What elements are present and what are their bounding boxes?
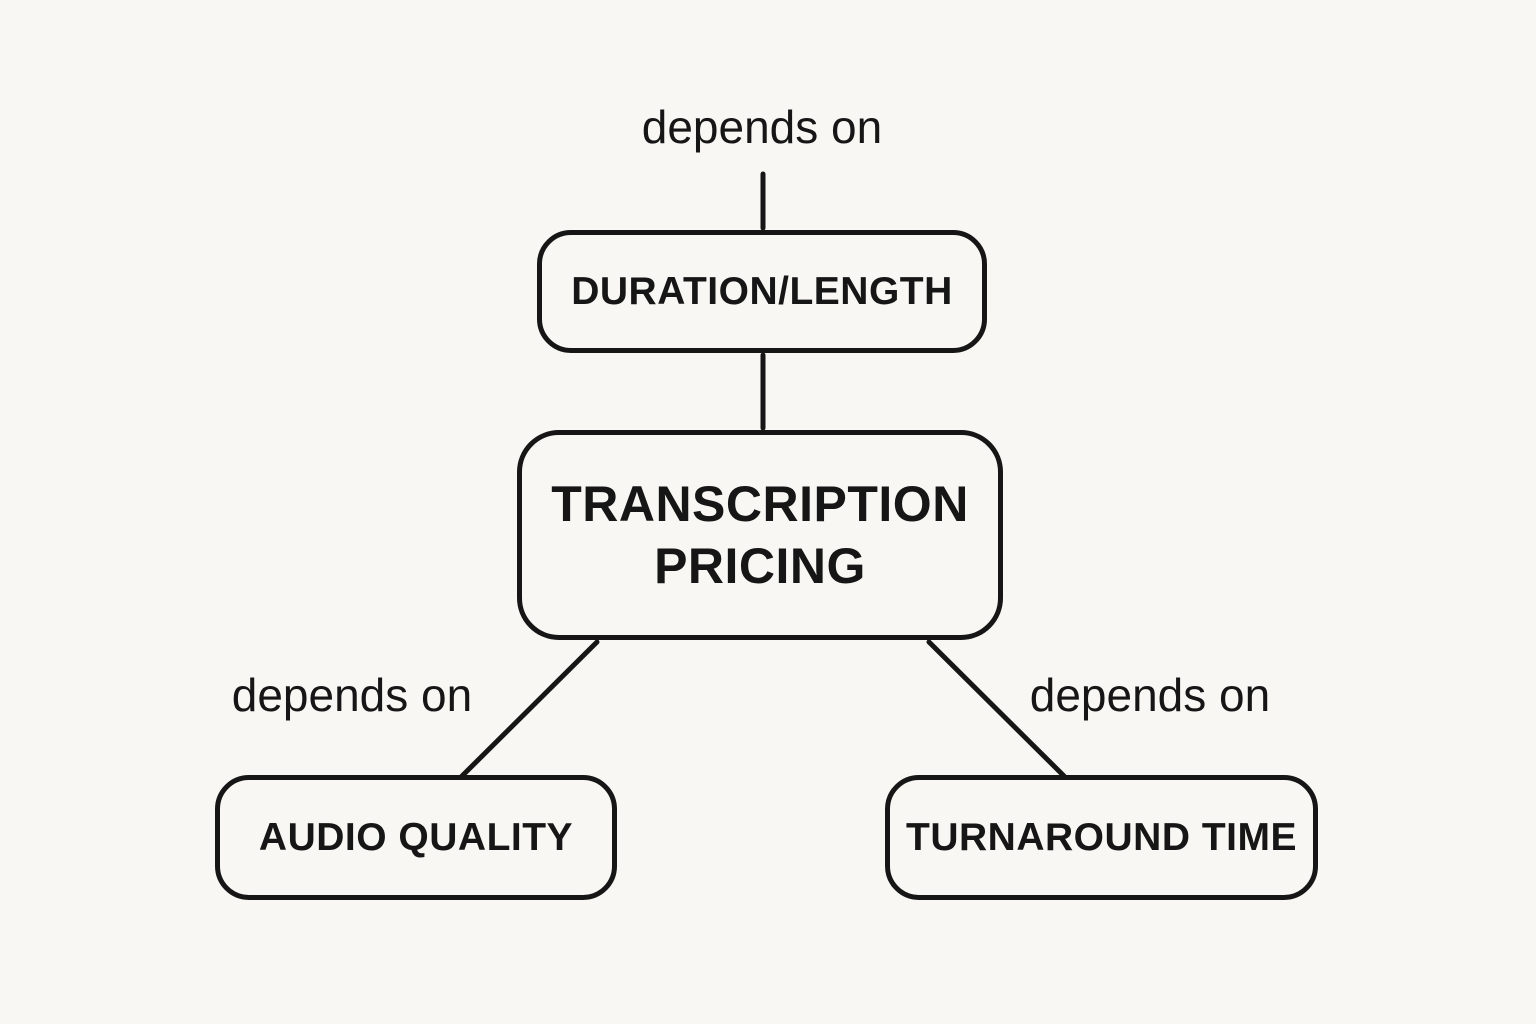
connector-center-to-audio-quality (459, 639, 600, 779)
node-transcription-pricing-label: TRANSCRIPTION PRICING (551, 475, 969, 595)
node-transcription-pricing: TRANSCRIPTION PRICING (517, 430, 1003, 640)
edge-label-depends-on-left: depends on (231, 669, 473, 721)
connector-center-to-turnaround (926, 639, 1067, 779)
node-audio-quality-label: AUDIO QUALITY (258, 815, 574, 859)
node-duration-length-label: DURATION/LENGTH (571, 269, 953, 313)
node-duration-length: DURATION/LENGTH (537, 230, 987, 353)
node-turnaround-time-label: TURNAROUND TIME (906, 815, 1297, 859)
node-audio-quality: AUDIO QUALITY (215, 775, 617, 900)
edge-label-depends-on-top: depends on (641, 101, 883, 153)
node-turnaround-time: TURNAROUND TIME (885, 775, 1318, 900)
edge-label-depends-on-right: depends on (1029, 669, 1271, 721)
